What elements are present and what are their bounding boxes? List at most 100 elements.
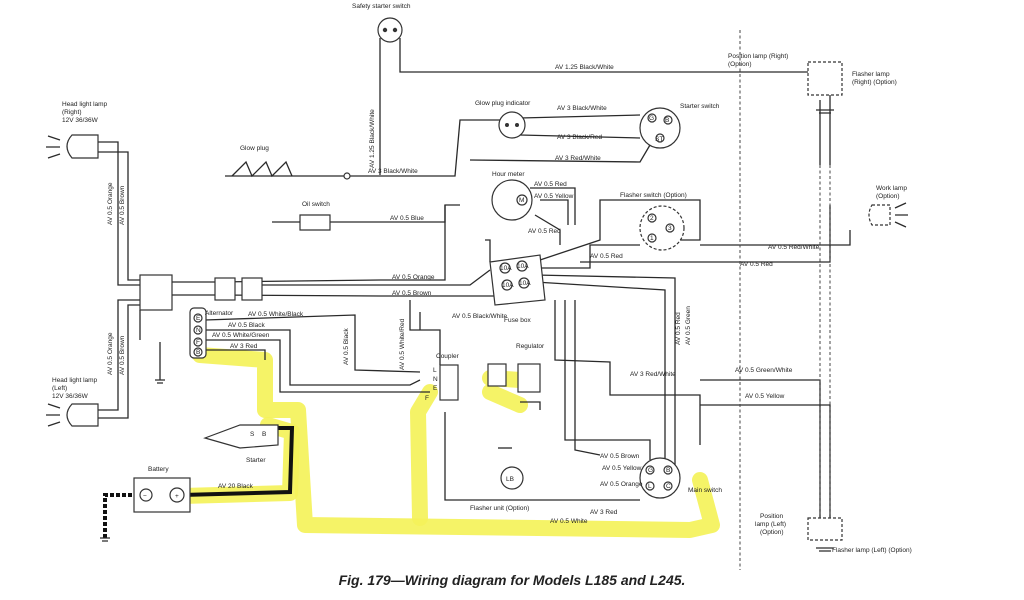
battery-cables (103, 426, 295, 538)
flasher-switch-terminal-2: 2 (650, 215, 654, 222)
main-switch: G B L C Main switch (639, 457, 722, 499)
wire-label: AV 0.5 Black (228, 322, 265, 329)
starter-switch-terminal-st: ST (655, 136, 663, 143)
main-switch-label: Main switch (688, 487, 722, 494)
wire-label: AV 3 Black/White (368, 168, 418, 175)
wire-label: AV 0.5 Yellow (534, 193, 574, 200)
wire-label: AV 0.5 Red/White (768, 244, 820, 251)
hour-meter-label: Hour meter (492, 171, 525, 178)
safety-starter-switch-label: Safety starter switch (352, 3, 411, 10)
position-lamp-left-label-1: Position (760, 513, 784, 520)
wire-label: AV 3 Red (590, 509, 618, 516)
regulator: Regulator (487, 343, 545, 393)
head-light-right: Head light lamp (Right) 12V 36/36W (46, 101, 108, 159)
fuse-box: 10A 10A 10A 10A Fuse box (489, 254, 546, 324)
head-light-right-label-2: (Right) (62, 109, 82, 116)
highlight-coupler-wire (410, 384, 438, 526)
wire-label: AV 0.5 Red (590, 253, 623, 260)
position-lamp-left-label-3: (Option) (760, 529, 783, 536)
wire-label: AV 0.5 Orange (107, 182, 114, 225)
wire-label: AV 20 Black (218, 483, 254, 490)
flasher-switch-terminal-1: 1 (650, 235, 654, 242)
wires (98, 38, 851, 520)
wire-label: AV 0.5 Green (685, 306, 692, 345)
oil-switch: Oil switch (272, 201, 331, 231)
wire-label: AV 0.5 Black (343, 328, 350, 365)
starter-terminal-b: B (262, 431, 266, 438)
wire-label: AV 0.5 Orange (600, 481, 643, 488)
alternator: E N F B Alternator (189, 307, 234, 359)
position-lamp-right: Position lamp (Right) (Option) Flasher l… (728, 53, 897, 96)
head-light-right-label-1: Head light lamp (62, 101, 108, 108)
wire-labels: AV 1.25 Black/White AV 3 Black/White AV … (107, 64, 820, 525)
head-light-left-label-2: (Left) (52, 385, 67, 392)
head-light-left: Head light lamp (Left) 12V 36/36W (46, 377, 99, 427)
alternator-terminal-b: B (196, 349, 200, 356)
battery-negative: − (143, 493, 147, 500)
glow-plug-indicator: Glow plug indicator (475, 100, 531, 139)
lb-indicator: LB (500, 466, 524, 490)
position-lamp-right-label-2: (Option) (728, 61, 751, 68)
head-light-left-label-1: Head light lamp (52, 377, 98, 384)
wire-label: AV 0.5 Red (675, 312, 682, 345)
position-lamp-right-label-1: Position lamp (Right) (728, 53, 788, 60)
glow-plug-label: Glow plug (240, 145, 269, 152)
starter-label: Starter (246, 457, 266, 464)
figure-caption: Fig. 179—Wiring diagram for Models L185 … (338, 572, 686, 588)
wire-label: AV 0.5 Brown (392, 290, 432, 297)
work-lamp: Work lamp (Option) (868, 185, 908, 228)
position-lamp-left-label-2: lamp (Left) (755, 521, 786, 528)
head-light-right-label-3: 12V 36/36W (62, 117, 99, 124)
regulator-label: Regulator (516, 343, 545, 350)
starter: S B Starter (203, 424, 279, 464)
lb-indicator-label: LB (506, 476, 514, 483)
wire-label: AV 0.5 Red (534, 181, 567, 188)
wire-label: AV 0.5 White/Black (248, 311, 304, 318)
hour-meter: M Hour meter (491, 171, 533, 221)
wire-label: AV 0.5 Brown (119, 335, 126, 375)
wire-label: AV 3 Red/White (555, 155, 601, 162)
wire-label: AV 0.5 Orange (392, 274, 435, 281)
wire-label: AV 3 Black/White (557, 105, 607, 112)
hour-meter-terminal-m: M (519, 197, 524, 204)
main-switch-terminal-b: B (666, 467, 670, 474)
fuse-box-10a-2: 10A (517, 263, 529, 270)
starter-switch-label: Starter switch (680, 103, 720, 110)
flasher-lamp-right-label-1: Flasher lamp (852, 71, 890, 78)
wire-label: AV 0.5 Yellow (745, 393, 785, 400)
main-switch-terminal-l: L (648, 483, 652, 490)
main-switch-terminal-g: G (648, 467, 653, 474)
coupler-terminal-e: E (433, 385, 438, 392)
highlight-red-wire (192, 347, 720, 538)
battery: − + Battery (133, 466, 191, 513)
starter-terminal-s: S (250, 431, 255, 438)
wire-label: AV 1.25 Black/White (555, 64, 614, 71)
fuse-box-10a-3: 10A (502, 282, 514, 289)
wire-label: AV 0.5 White/Green (212, 332, 270, 339)
alternator-terminal-e: E (196, 315, 201, 322)
coupler-terminal-n: N (433, 376, 438, 383)
wire-label: AV 3 Red/White (630, 371, 676, 378)
wire-label: AV 0.5 Brown (600, 453, 640, 460)
starter-switch-terminal-b: B (665, 117, 669, 124)
coupler: L N E F Coupler (425, 353, 460, 402)
wire-label: AV 0.5 Red (740, 261, 773, 268)
fuse-box-10a-1: 10A (500, 265, 512, 272)
oil-switch-label: Oil switch (302, 201, 330, 208)
starter-switch-terminal-g: G (649, 115, 654, 122)
coupler-terminal-l: L (433, 367, 437, 374)
wire-label: AV 0.5 White/Red (399, 318, 406, 370)
alternator-terminal-f: F (196, 339, 200, 346)
alternator-label: Alternator (205, 310, 234, 317)
flasher-unit-label: Flasher unit (Option) (470, 505, 529, 512)
wire-label: AV 1.25 Black/White (369, 109, 376, 168)
wire-label: AV 0.5 Black/White (452, 313, 508, 320)
wire-label: AV 0.5 Green/White (735, 367, 793, 374)
battery-label: Battery (148, 466, 169, 473)
battery-positive: + (175, 493, 179, 500)
position-lamp-left: Position lamp (Left) (Option) Flasher la… (755, 513, 912, 554)
coupler-label: Coupler (436, 353, 460, 360)
wire-label: AV 0.5 White (550, 518, 588, 525)
connector-block-left (139, 274, 263, 311)
